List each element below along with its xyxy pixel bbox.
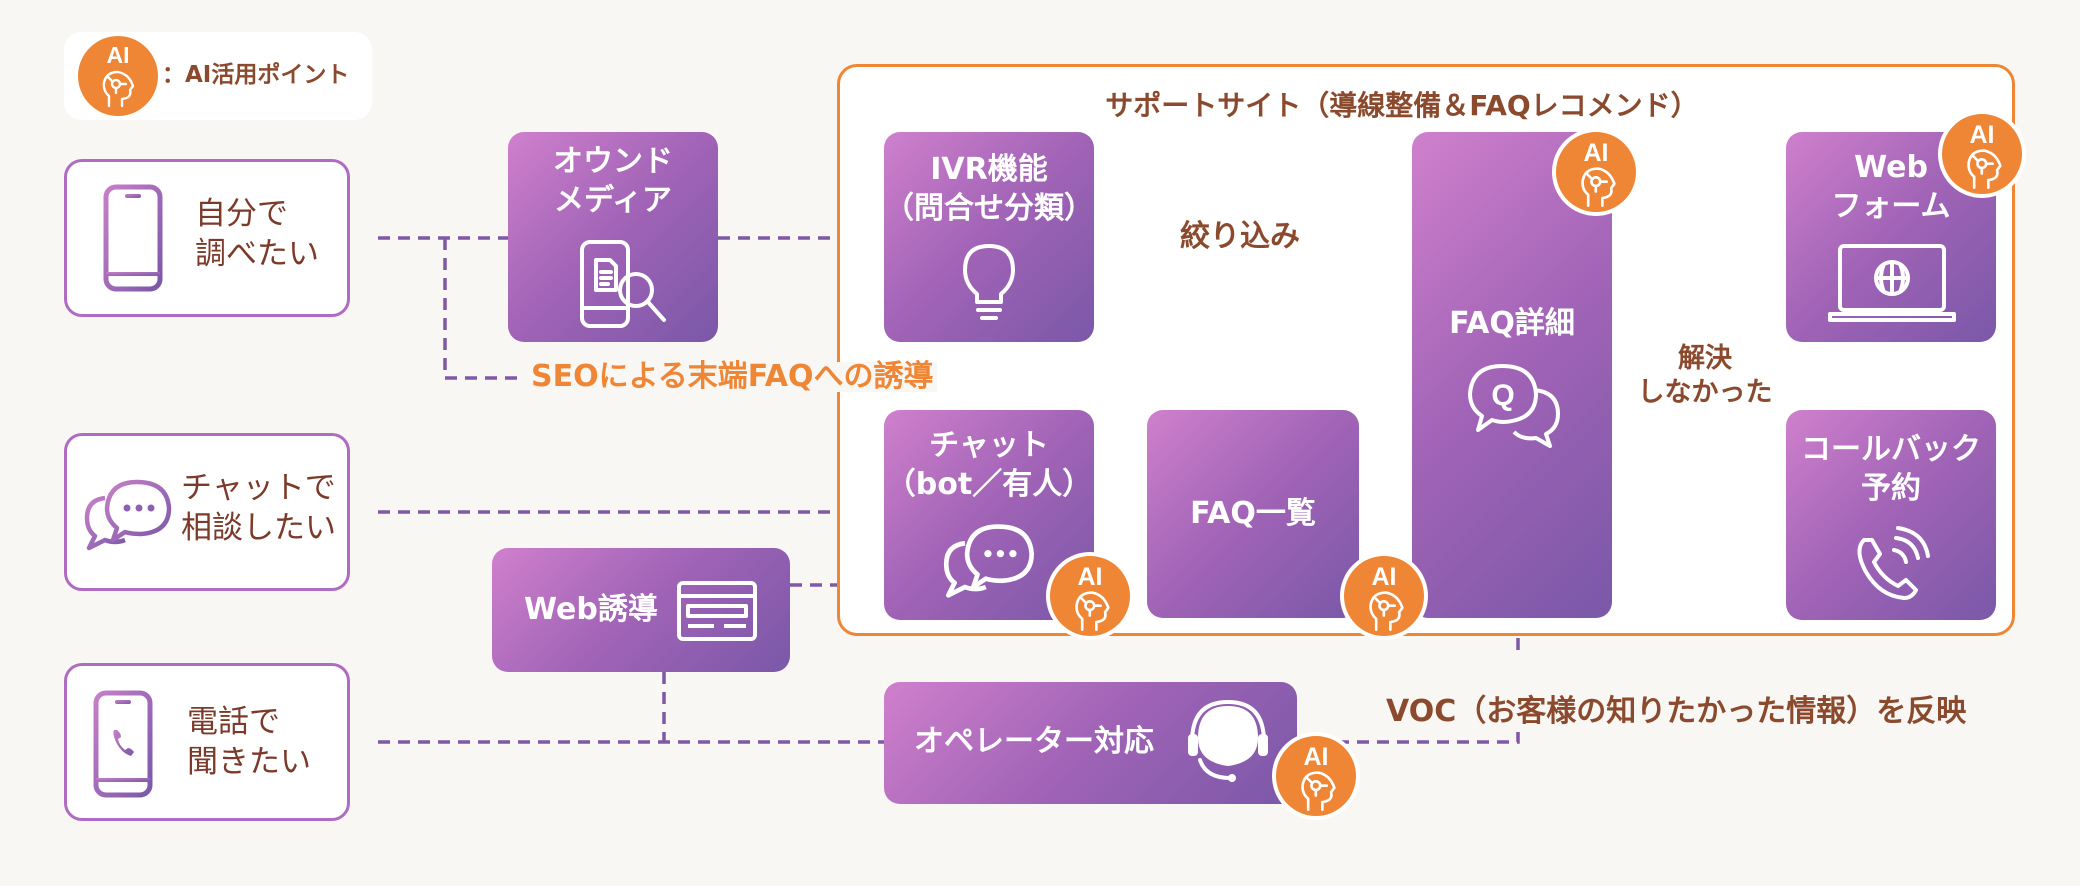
document-search-icon: [580, 240, 666, 328]
user-self-research-label: 自分で 調べたい: [195, 196, 319, 273]
ai-head-icon: [1967, 149, 2002, 189]
chat-bubbles-icon: [943, 524, 1035, 598]
ai-head-icon: [102, 70, 135, 108]
edge-label-voc: VOC（お客様の知りたかった情報）を反映: [1382, 697, 1971, 727]
line-voc-to-operator: [1297, 732, 1520, 744]
node-owned-media: オウンド メディア: [508, 132, 718, 342]
legend: AI ：AI活用ポイント: [64, 32, 372, 120]
chat-bubbles-icon: [84, 479, 172, 551]
node-faq-list-label: FAQ一覧: [1190, 496, 1316, 531]
phone-call-icon: [1857, 526, 1930, 600]
edge-label-seo: SEOによる末端FAQへの誘導: [527, 362, 938, 392]
svg-text:Q: Q: [1491, 379, 1514, 412]
ai-head-icon: [1301, 771, 1336, 811]
edge-label-unsolved: 解決 しなかった: [1637, 343, 1773, 408]
ai-badge-chat: AI: [1046, 552, 1134, 640]
ai-head-icon: [1581, 167, 1616, 207]
node-callback-label: コールバック 予約: [1801, 432, 1981, 506]
ai-badge: AI: [78, 36, 158, 116]
node-web-guide-label: Web誘導: [524, 592, 658, 627]
headset-operator-icon: [1188, 700, 1268, 782]
smartphone-icon: [103, 184, 163, 292]
node-faq-detail-label: FAQ詳細: [1449, 306, 1575, 341]
user-phone-ask: 電話で 聞きたい: [64, 663, 350, 821]
support-site-title: サポートサイト（導線整備＆FAQレコメンド）: [1105, 89, 1699, 122]
node-faq-detail: FAQ詳細 Q: [1412, 132, 1612, 618]
node-ivr: IVR機能 （問合せ分類）: [884, 132, 1094, 342]
node-ivr-label: IVR機能 （問合せ分類）: [884, 152, 1094, 226]
node-callback: コールバック 予約: [1786, 410, 1996, 620]
edge-label-narrow: 絞り込み: [1176, 222, 1304, 252]
node-web-guide: Web誘導: [492, 548, 790, 672]
lightbulb-icon: [963, 244, 1015, 320]
web-page-icon: [677, 581, 757, 641]
legend-text: ：AI活用ポイント: [162, 62, 350, 88]
user-phone-ask-label: 電話で 聞きたい: [187, 704, 311, 781]
ai-badge-faq-detail: AI: [1552, 128, 1640, 216]
node-web-form-label: Web フォーム: [1831, 150, 1951, 224]
node-chat-label: チャット （bot／有人）: [885, 428, 1093, 502]
user-chat-consult-label: チャットで 相談したい: [181, 470, 336, 547]
ai-badge-faq-list: AI: [1340, 552, 1428, 640]
line-seo-branch: [443, 238, 525, 380]
node-owned-media-label: オウンド メディア: [553, 144, 673, 218]
ai-head-icon: [1075, 591, 1110, 631]
node-operator: オペレーター対応: [884, 682, 1297, 804]
phone-app-icon: [93, 690, 153, 798]
ai-head-icon: [1369, 591, 1404, 631]
ai-badge-web-form: AI: [1938, 110, 2026, 198]
faq-bubble-icon: Q: [1468, 364, 1560, 448]
node-operator-label: オペレーター対応: [914, 724, 1154, 759]
laptop-globe-icon: [1828, 244, 1956, 322]
node-faq-list: FAQ一覧: [1147, 410, 1359, 618]
user-chat-consult: チャットで 相談したい: [64, 433, 350, 591]
user-self-research: 自分で 調べたい: [64, 159, 350, 317]
ai-badge-operator: AI: [1272, 732, 1360, 820]
